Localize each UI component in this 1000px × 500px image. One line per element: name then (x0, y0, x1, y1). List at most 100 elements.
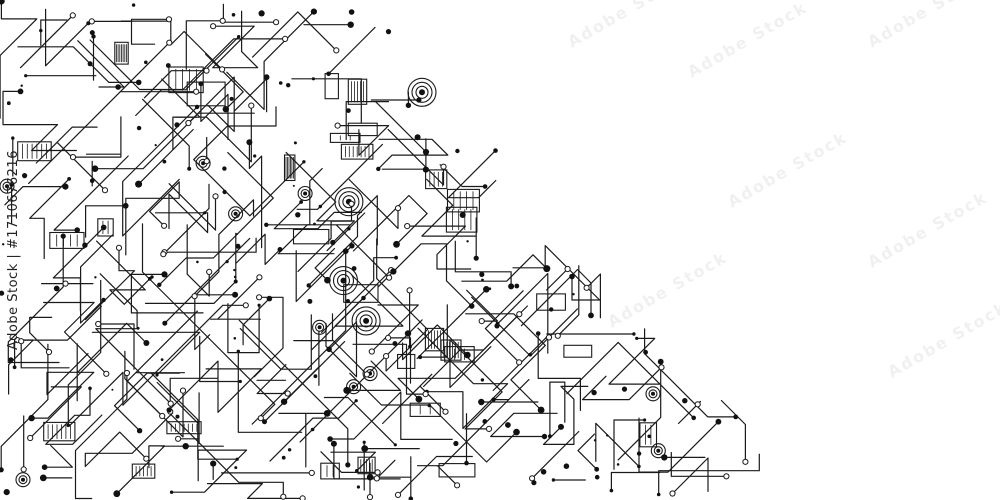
node-dot (408, 496, 414, 500)
node-dot (157, 282, 162, 287)
trace (158, 152, 274, 286)
component (166, 421, 202, 435)
trace (141, 223, 276, 419)
trace (94, 112, 255, 170)
node-dot (637, 464, 641, 469)
scatter-dot (131, 3, 136, 7)
node-ring (373, 475, 380, 482)
trace (545, 268, 569, 291)
trace (297, 203, 353, 272)
trace (76, 322, 147, 402)
trace (45, 387, 103, 445)
trace (377, 138, 449, 170)
scatter-dot (3, 489, 10, 496)
ring-pad (332, 270, 355, 292)
node-ring (368, 348, 375, 355)
node-ring (385, 334, 392, 341)
trace (185, 20, 224, 70)
node-dot (548, 434, 552, 439)
ring-center (317, 325, 322, 330)
node-dot (60, 233, 66, 239)
trace (235, 232, 281, 283)
trace (194, 199, 255, 297)
ring-center (351, 384, 356, 389)
node-ring (219, 66, 226, 73)
component (347, 78, 368, 105)
node-dot (643, 418, 647, 422)
node-ring (583, 284, 590, 291)
component (17, 141, 52, 162)
trace (577, 433, 598, 470)
node-dot (418, 355, 423, 360)
trace (95, 273, 172, 405)
node-dot (343, 386, 351, 394)
trace (295, 245, 353, 303)
node-ring (210, 23, 217, 30)
trace (256, 364, 289, 395)
scatter-dot (356, 485, 360, 489)
scatter-dot (295, 212, 301, 218)
scatter-dot (111, 388, 114, 391)
trace (406, 225, 472, 270)
node-ring (348, 200, 355, 207)
trace (610, 471, 661, 492)
trace (421, 178, 477, 259)
ring-center (340, 277, 347, 284)
node-dot (39, 28, 43, 33)
trace (154, 193, 209, 234)
component (292, 228, 330, 245)
node-ring (564, 265, 571, 273)
scatter-dot (480, 378, 485, 382)
trace (381, 138, 427, 171)
component-body (324, 73, 339, 100)
scatter-dot (235, 233, 238, 236)
scatter-dot (455, 148, 460, 154)
scatter-dot (253, 154, 257, 158)
scatter-dot (479, 271, 485, 277)
scatter-dot (593, 439, 597, 442)
component-body (283, 154, 296, 182)
node-dot (100, 224, 107, 231)
scatter-dot (505, 422, 511, 428)
ring-center (651, 391, 655, 396)
ring-center (363, 317, 370, 324)
component-body (397, 353, 416, 369)
trace (194, 294, 236, 351)
node-ring (88, 18, 95, 25)
node-ring (69, 154, 77, 161)
scatter-dot (229, 96, 234, 101)
component-body (445, 206, 478, 233)
trace (449, 339, 503, 430)
node-dot (86, 21, 91, 26)
trace (278, 412, 328, 468)
node-dot (161, 271, 168, 278)
trace (130, 18, 170, 45)
node-dot (483, 286, 490, 293)
node-ring (658, 364, 665, 371)
node-ring (256, 294, 263, 301)
node-dot (345, 462, 351, 468)
node-dot (355, 469, 359, 473)
trace (16, 305, 102, 341)
stock-side-id: Adobe Stock | #1710676216 (6, 150, 21, 350)
trace (439, 164, 486, 188)
node-dot (464, 460, 469, 466)
trace (531, 430, 580, 479)
component-body (17, 141, 52, 162)
trace (116, 445, 166, 495)
trace (79, 234, 114, 324)
node-ring (161, 222, 168, 229)
scatter-dot (616, 463, 620, 466)
trace (212, 10, 259, 69)
node-dot (464, 351, 471, 359)
scatter-dot (385, 29, 392, 35)
node-dot (543, 265, 551, 273)
trace (138, 116, 198, 185)
node-dot (88, 386, 92, 391)
node-dot (551, 478, 556, 482)
trace (490, 412, 558, 438)
trace (352, 343, 427, 395)
trace (28, 42, 170, 184)
trace (330, 451, 376, 472)
scatter-dot (307, 298, 313, 304)
